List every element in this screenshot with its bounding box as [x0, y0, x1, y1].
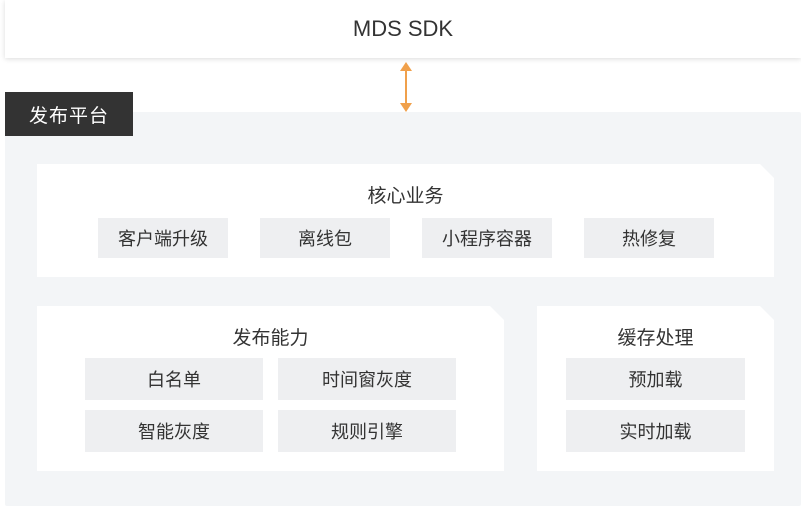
mds-sdk-label: MDS SDK	[352, 16, 454, 41]
cache-item-realtime-load: 实时加载	[566, 410, 745, 452]
release-capability-panel: 发布能力 白名单 时间窗灰度 智能灰度 规则引擎	[37, 306, 504, 471]
cache-handling-title: 缓存处理	[617, 327, 694, 349]
cache-item-preload: 预加载	[566, 358, 745, 400]
publish-platform-label: 发布平台	[28, 104, 109, 127]
mds-sdk-bar: MDS SDK	[5, 0, 801, 58]
release-item-rule-engine: 规则引擎	[278, 410, 456, 452]
cache-handling-panel: 缓存处理 预加载 实时加载	[537, 306, 774, 471]
release-item-smart-gray: 智能灰度	[85, 410, 263, 452]
release-item-whitelist: 白名单	[85, 358, 263, 400]
core-item-offline-package: 离线包	[260, 218, 390, 258]
bidirectional-arrow-icon	[400, 62, 412, 112]
core-item-client-upgrade: 客户端升级	[98, 218, 228, 258]
core-item-hotfix: 热修复	[584, 218, 714, 258]
core-business-panel: 核心业务 客户端升级 离线包 小程序容器 热修复	[37, 164, 774, 277]
release-item-time-window-gray: 时间窗灰度	[278, 358, 456, 400]
publish-platform-tag: 发布平台	[5, 92, 133, 136]
core-item-mini-program-container: 小程序容器	[422, 218, 552, 258]
release-capability-title: 发布能力	[232, 327, 309, 349]
core-business-title: 核心业务	[367, 185, 444, 207]
